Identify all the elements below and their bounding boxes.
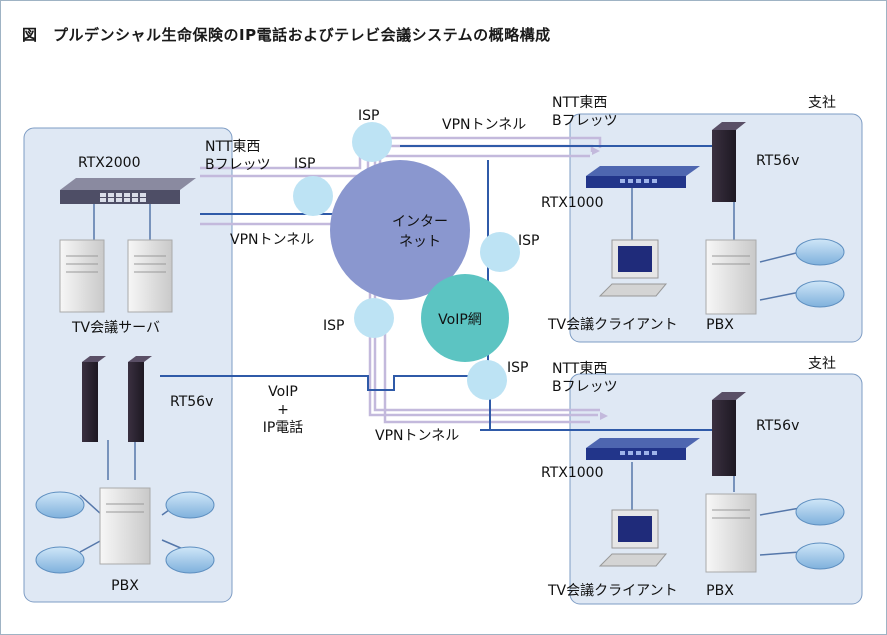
internet-cloud xyxy=(330,160,470,300)
internet-label-1: インター xyxy=(392,214,448,230)
ntt-label-b1-1: NTT東西 xyxy=(552,95,607,111)
phone-branch1-1 xyxy=(795,238,845,266)
rtx1000-router-2 xyxy=(586,438,700,460)
isp-label-voip-top: ISP xyxy=(518,233,539,249)
isp-label-bottom: ISP xyxy=(323,318,344,334)
rtx1000-router-1 xyxy=(586,166,700,188)
internet-label-2: ネット xyxy=(399,234,441,250)
voip-line-label-3: IP電話 xyxy=(263,419,304,436)
diagram-title: 図 プルデンシャル生命保険のIP電話およびテレビ会議システムの概略構成 xyxy=(22,26,551,44)
isp-circle-voip-bottom xyxy=(467,360,507,400)
tv-server-label: TV会議サーバ xyxy=(71,319,160,336)
voip-line-label-2: + xyxy=(277,402,289,418)
pbx-label-b1: PBX xyxy=(706,317,734,333)
pbx-label-hq: PBX xyxy=(111,578,139,594)
isp-label-voip-bottom: ISP xyxy=(507,360,528,376)
phone-hq-4 xyxy=(165,546,215,574)
branch-label-1: 支社 xyxy=(808,95,836,111)
voip-line-label-1: VoIP xyxy=(268,384,298,400)
rtx2000-label: RTX2000 xyxy=(78,155,140,171)
rt56v-branch-2 xyxy=(712,392,746,476)
ntt-label-b1-2: Bフレッツ xyxy=(552,113,618,129)
pbx-branch-2 xyxy=(705,493,757,573)
rt56v-hq-b xyxy=(128,356,152,442)
ntt-label-b2-2: Bフレッツ xyxy=(552,379,618,395)
ntt-label-hq-1: NTT東西 xyxy=(205,139,260,155)
isp-label-left: ISP xyxy=(294,156,315,172)
rt56v-label-b2: RT56v xyxy=(756,418,799,434)
isp-circle-top xyxy=(352,122,392,162)
pbx-label-b2: PBX xyxy=(706,583,734,599)
tv-client-label-2: TV会議クライアント xyxy=(547,582,678,599)
vpn-label-bottom: VPNトンネル xyxy=(375,428,459,444)
vpn-label-top: VPNトンネル xyxy=(442,117,526,133)
tv-client-2 xyxy=(598,509,668,567)
pbx-branch-1 xyxy=(705,239,757,315)
pbx-hq xyxy=(99,487,151,565)
tv-server-2 xyxy=(127,239,173,313)
tv-client-1 xyxy=(598,239,668,297)
rtx1000-label-1: RTX1000 xyxy=(541,195,603,211)
rt56v-label-b1: RT56v xyxy=(756,153,799,169)
rt56v-branch-1 xyxy=(712,122,746,202)
isp-circle-bottom xyxy=(354,298,394,338)
phone-branch2-2 xyxy=(795,542,845,570)
rtx1000-label-2: RTX1000 xyxy=(541,465,603,481)
rt56v-hq-a xyxy=(82,356,106,442)
phone-hq-1 xyxy=(35,491,85,519)
isp-circle-voip-top xyxy=(480,232,520,272)
isp-label-top: ISP xyxy=(358,108,379,124)
tv-client-label-1: TV会議クライアント xyxy=(547,316,678,333)
rtx2000-router xyxy=(60,178,196,204)
isp-circle-left xyxy=(293,176,333,216)
phone-branch1-2 xyxy=(795,280,845,308)
ntt-label-hq-2: Bフレッツ xyxy=(205,157,271,173)
voip-net-label: VoIP網 xyxy=(438,312,482,328)
voip-cloud xyxy=(421,274,509,362)
arrow-heads xyxy=(592,147,608,420)
branch-label-2: 支社 xyxy=(808,356,836,372)
phone-branch2-1 xyxy=(795,498,845,526)
rt56v-label-hq: RT56v xyxy=(170,394,213,410)
phone-hq-3 xyxy=(35,546,85,574)
phones xyxy=(35,238,845,574)
tv-server-1 xyxy=(59,239,105,313)
phone-hq-2 xyxy=(165,491,215,519)
ntt-label-b2-1: NTT東西 xyxy=(552,361,607,377)
vpn-label-left: VPNトンネル xyxy=(230,232,314,248)
